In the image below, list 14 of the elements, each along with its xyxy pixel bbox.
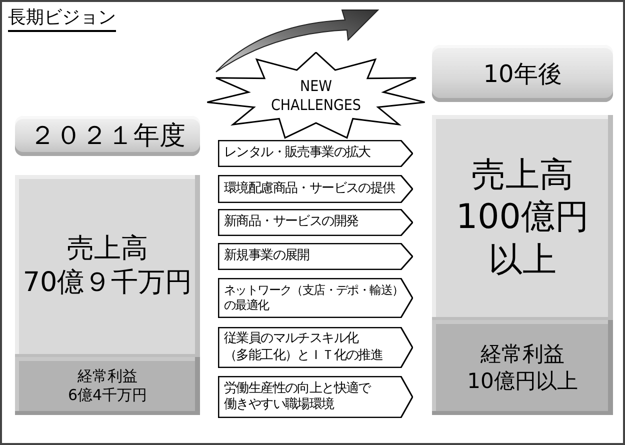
profit-box: 経常利益6億4千万円 xyxy=(15,357,200,415)
chevron-box: 従業員のマルチスキル化（多能工化）とＩＴ化の推進 xyxy=(218,327,413,368)
label-box: 10年後 xyxy=(432,45,613,102)
value-box: 売上高100億円以上 xyxy=(432,115,613,320)
value-box: 売上高70億９千万円 xyxy=(15,175,200,357)
chevron-box: 労働生産性の向上と快適で働きやすい職場環境 xyxy=(218,376,413,418)
chevron-box: レンタル・販売事業の拡大 xyxy=(218,140,413,167)
chevron-box: ネットワーク（支店・デポ・輸送）の最適化 xyxy=(218,278,413,318)
label-box: ２０２１年度 xyxy=(15,116,200,156)
profit-box: 経常利益10億円以上 xyxy=(432,320,613,415)
chevron-box: 新規事業の展開 xyxy=(218,243,413,270)
title: 長期ビジョン xyxy=(8,6,116,32)
chevron-box: 環境配慮商品・サービスの提供 xyxy=(218,175,413,203)
chevron-box: 新商品・サービスの開発 xyxy=(218,209,413,236)
